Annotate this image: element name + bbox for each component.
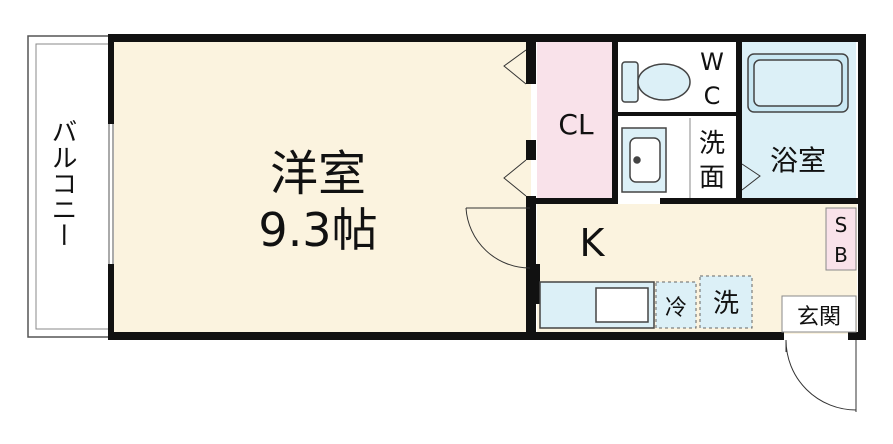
- refrigerator-label: 冷: [665, 296, 687, 321]
- refrigerator-space: 冷: [655, 281, 697, 329]
- entrance: 玄関: [781, 295, 857, 333]
- western-room-floor: [113, 40, 531, 334]
- balcony: バルコニー: [27, 35, 111, 338]
- bathroom-door: [741, 163, 761, 191]
- washing-machine-label: 洗: [713, 289, 739, 319]
- washing-machine-space: 洗: [699, 275, 753, 329]
- washroom-label-top: 洗: [699, 129, 725, 159]
- closet-area: [537, 40, 613, 200]
- bathroom-label: 浴室: [770, 144, 826, 177]
- shoe-box-label-bottom: B: [834, 243, 848, 267]
- closet-label: CL: [558, 108, 594, 141]
- balcony-window: [108, 124, 114, 264]
- walls: [108, 34, 866, 340]
- room-door: [465, 207, 531, 269]
- kitchen-label: K: [580, 221, 606, 265]
- washroom-label-bottom: 面: [699, 163, 725, 193]
- entrance-label: 玄関: [797, 305, 841, 330]
- entrance-door: [785, 339, 857, 412]
- kitchen-counter: [539, 281, 655, 329]
- closet-door: [503, 49, 527, 197]
- toilet-fixture: [621, 61, 691, 103]
- toilet-label-top: W: [700, 48, 724, 76]
- shoe-box: [825, 207, 857, 271]
- toilet-label-bottom: C: [704, 82, 721, 110]
- western-room-label: 洋室: [270, 146, 366, 202]
- western-room-size: 9.3帖: [258, 203, 377, 257]
- bathtub: [747, 53, 849, 113]
- wash-basin: [621, 127, 667, 193]
- balcony-label: バルコニー: [47, 118, 77, 248]
- shoe-box-label-top: S: [835, 213, 848, 237]
